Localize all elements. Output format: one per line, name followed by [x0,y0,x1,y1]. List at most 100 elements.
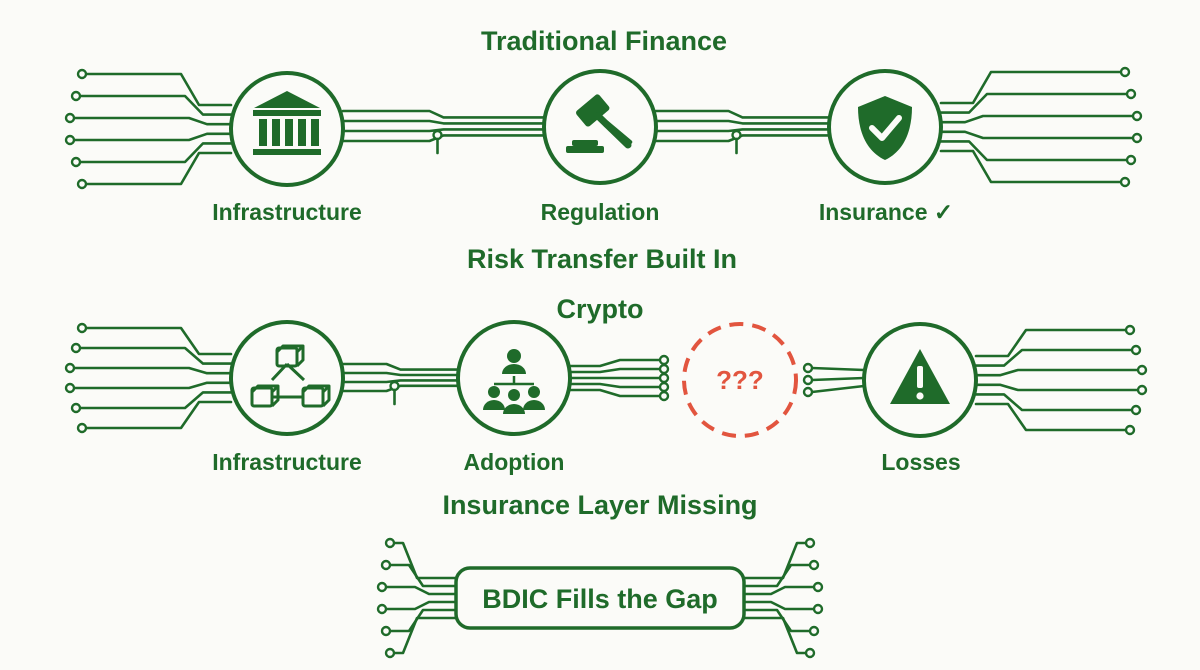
circuit-trace [341,384,460,393]
circuit-trace [341,119,546,125]
circuit-pad [70,90,82,102]
circuit-trace [72,116,233,126]
circuit-trace [341,371,460,377]
circuit-trace [388,563,458,588]
circuit-pad [380,559,392,571]
circuit-trace [654,119,831,125]
bdic-cta-badge: BDIC Fills the Gap [454,566,746,630]
circuit-trace [341,134,546,143]
circuit-pad [1136,384,1148,396]
circuit-trace [742,600,816,611]
circuit-trace [974,328,1128,358]
crypto-heading: Crypto [557,294,644,324]
circuit-trace [654,109,831,119]
circuit-pad [1119,66,1131,78]
circuit-trace [78,142,233,164]
circuit-pad [76,322,88,334]
node-ring [229,320,345,436]
circuit-pad [380,625,392,637]
crypto-node-losses [862,322,978,438]
circuit-trace [84,151,233,186]
circuit-pad [76,68,88,80]
crypto-node-infrastructure [229,320,345,436]
circuit-trace [939,70,1123,105]
circuit-pad [808,625,820,637]
circuit-pad [76,178,88,190]
circuit-trace [974,348,1134,367]
circuit-pad [76,422,88,434]
circuit-pad [70,342,82,354]
circuit-trace [72,132,233,142]
bank-building-icon [253,91,321,155]
circuit-trace [974,393,1134,412]
cta-frame [454,566,746,630]
circuit-pad [1124,424,1136,436]
circuit-pad [812,603,824,615]
warning-triangle-icon [890,349,950,404]
circuit-pad [384,647,396,659]
traditional-node-regulation [542,69,658,185]
circuit-trace [974,383,1140,392]
circuit-trace [939,140,1129,162]
traditional-label-infrastructure: Infrastructure [212,199,362,225]
circuit-pad [376,603,388,615]
circuit-trace [384,600,458,611]
circuit-trace [568,358,662,368]
circuit-pad [658,363,670,375]
circuit-trace [388,608,458,633]
circuit-trace [742,616,808,655]
circuit-pad [376,581,388,593]
circuit-trace [341,379,460,384]
circuit-trace [810,384,866,394]
circuit-trace [72,366,233,375]
circuit-trace [974,368,1140,377]
circuit-trace [78,391,233,410]
circuit-pad [804,537,816,549]
circuit-trace [742,585,816,596]
crypto-node-adoption [456,320,572,436]
shield-check-icon [858,96,912,160]
circuit-pad [1130,404,1142,416]
circuit-trace [974,402,1128,432]
circuit-pad [812,581,824,593]
circuit-pad [64,362,76,374]
circuit-trace [654,134,831,143]
traditional-label-regulation: Regulation [541,199,660,225]
gavel-icon [566,94,633,153]
circuit-trace [78,346,233,365]
crypto-node-missing: ??? [682,322,798,438]
circuit-pad [1125,154,1137,166]
circuit-trace [84,72,233,107]
circuit-trace [568,388,662,398]
crypto-label-losses: Losses [881,449,960,475]
people-network-icon [483,349,545,414]
circuit-trace [341,109,546,119]
traditional-caption: Risk Transfer Built In [467,244,737,274]
circuit-pad [1130,344,1142,356]
circuit-pad [804,647,816,659]
circuit-trace [341,362,460,371]
circuit-pad [1119,176,1131,188]
circuit-pad [802,362,814,374]
circuit-trace [742,608,812,633]
cta-label: BDIC Fills the Gap [482,584,718,614]
circuit-pad [802,386,814,398]
circuit-pad [64,134,76,146]
circuit-trace [742,563,812,588]
traditional-heading: Traditional Finance [481,26,727,56]
circuit-pad [658,390,670,402]
circuit-pad [384,537,396,549]
circuit-trace [84,326,233,356]
circuit-trace [568,367,662,374]
circuit-trace [939,92,1129,114]
circuit-pad [802,374,814,386]
circuit-trace [84,400,233,430]
circuit-trace [939,130,1135,140]
circuit-trace [810,376,866,382]
circuit-traces [64,66,1148,659]
traditional-node-insurance [827,69,943,185]
circuit-pad [658,381,670,393]
circuit-trace [654,128,831,133]
node-ring [542,69,658,185]
